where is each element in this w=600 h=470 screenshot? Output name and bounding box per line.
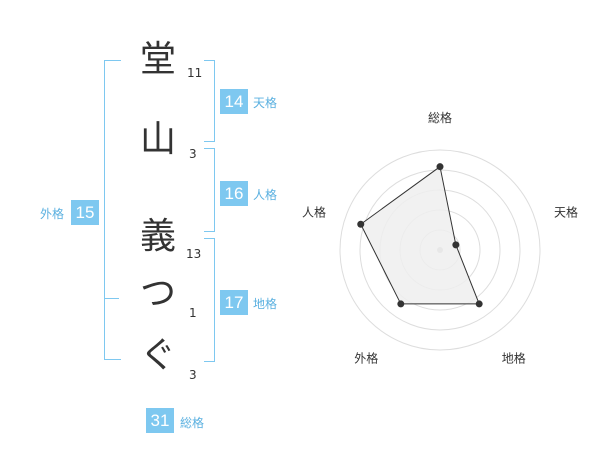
chikaku-bracket [204,238,215,362]
radar-area [360,165,480,305]
radar-axis-label-4: 外格 [354,351,378,366]
stroke-count-4: 1 [189,306,197,320]
name-char-3: 義 [139,216,176,257]
gaikaku-bracket [104,60,121,360]
radar-axis-label-3: 地格 [502,351,526,366]
radar-point-1 [436,163,444,171]
radar-axis-label-2: 天格 [554,204,578,219]
name-char-1: 堂 [139,39,176,80]
radar-point-3 [475,300,483,308]
radar-points [357,163,483,308]
gaikaku-label: 外格 [40,207,65,221]
tenkaku-bracket [204,60,215,142]
soukaku-label: 総格 [180,416,205,430]
stroke-count-5: 3 [189,368,197,382]
gaikaku-value-badge: 15 [71,200,99,225]
tenkaku-label: 天格 [253,96,278,110]
name-char-2: 山 [139,119,176,160]
chikaku-label: 地格 [253,297,278,311]
jinkaku-label: 人格 [253,188,278,202]
jinkaku-bracket [204,148,215,232]
name-char-4: つ [139,273,176,314]
radar-axis-label-5: 人格 [302,204,326,219]
soukaku-value-badge: 31 [146,408,174,433]
stroke-count-2: 3 [189,147,197,161]
radar-point-4 [397,300,405,308]
stroke-count-1: 11 [187,66,203,80]
radar-ring-5 [339,149,541,351]
jinkaku-value-badge: 16 [220,181,248,206]
gaikaku-bracket-tick [105,298,119,299]
stroke-count-3: 13 [186,247,202,261]
tenkaku-value-badge: 14 [220,89,248,114]
name-char-5: ぐ [139,335,176,376]
radar-axis-label-1: 総格 [428,110,452,125]
chikaku-value-badge: 17 [220,290,248,315]
radar-point-5 [357,220,365,228]
radar-point-2 [452,241,460,249]
